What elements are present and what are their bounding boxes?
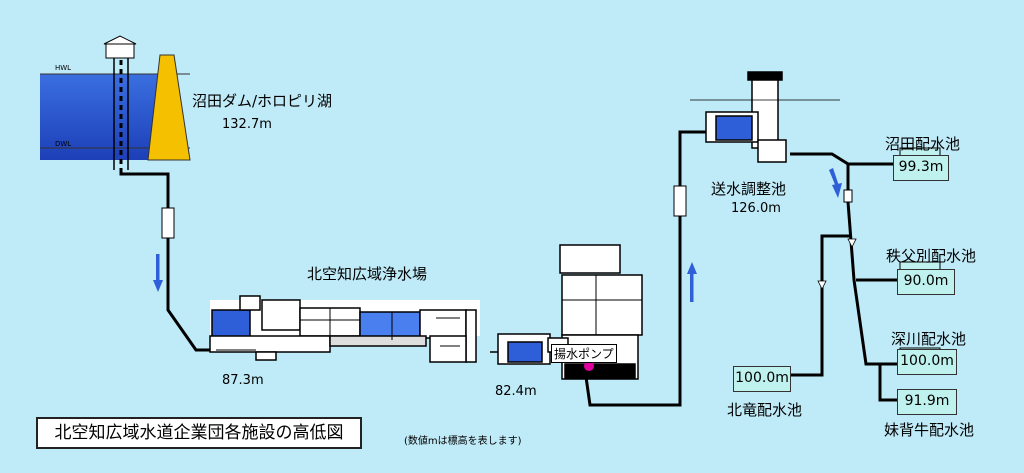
pump-station <box>490 244 643 380</box>
dam-wall <box>147 54 191 161</box>
adjustment-pond <box>690 71 840 163</box>
down-arrow-icon <box>156 254 160 282</box>
adjust-pond-name: 送水調整池 <box>711 180 787 198</box>
pipe-dam-to-plant <box>119 168 170 208</box>
down-arrow-icon-head <box>153 280 163 292</box>
reservoir-fukagawa-name: 深川配水池 <box>891 330 967 348</box>
pump-name: 揚水ポンプ <box>551 344 617 363</box>
reservoir-fukagawa-elevation: 100.0m <box>897 349 957 375</box>
plant-name: 北空知広域浄水場 <box>307 265 428 283</box>
pump-motor-icon <box>584 361 594 371</box>
pipe-valves <box>161 185 853 239</box>
diagram-title: 北空知広域水道企業団各施設の高低図 <box>36 417 362 449</box>
hwl-label: HWL <box>55 64 71 72</box>
pipe-pump-to-pond <box>583 210 682 407</box>
dam-name: 沼田ダム/ホロピリ湖 <box>192 92 333 110</box>
plant-elevation: 87.3m <box>222 373 264 388</box>
dam-elevation: 132.7m <box>222 117 272 132</box>
up-arrow-icon-head <box>687 262 697 274</box>
flow-markers <box>817 238 857 290</box>
elevation-note: (数値mは標高を表します) <box>404 436 522 447</box>
reservoir-numata-name: 沼田配水池 <box>885 135 961 153</box>
down-arrow-icon-2 <box>829 168 839 187</box>
pipe-pond-to-numata <box>790 152 850 190</box>
treatment-plant <box>209 295 480 363</box>
reservoir-moseushi-elevation: 91.9m <box>897 389 957 415</box>
reservoir-hokuryu-elevation: 100.0m <box>733 366 791 392</box>
pipe-to-hokuryu <box>790 234 852 377</box>
adjust-pond-elevation: 126.0m <box>731 201 781 216</box>
reservoir-hokuryu-name: 北竜配水池 <box>727 401 803 419</box>
water-pipes <box>119 130 897 407</box>
intake-tower <box>103 35 137 170</box>
flow-arrows <box>153 168 842 302</box>
reservoir-chippubetsu-elevation: 90.0m <box>897 269 955 295</box>
pump-elevation: 82.4m <box>495 384 537 399</box>
reservoir-chippubetsu-name: 秩父別配水池 <box>886 247 977 265</box>
up-arrow-icon <box>690 272 694 302</box>
dwl-label: DWL <box>55 140 71 148</box>
reservoir-numata-elevation: 99.3m <box>893 155 949 181</box>
reservoir-moseushi-name: 妹背牛配水池 <box>884 421 975 439</box>
dam-lake: HWL DWL <box>40 64 190 160</box>
